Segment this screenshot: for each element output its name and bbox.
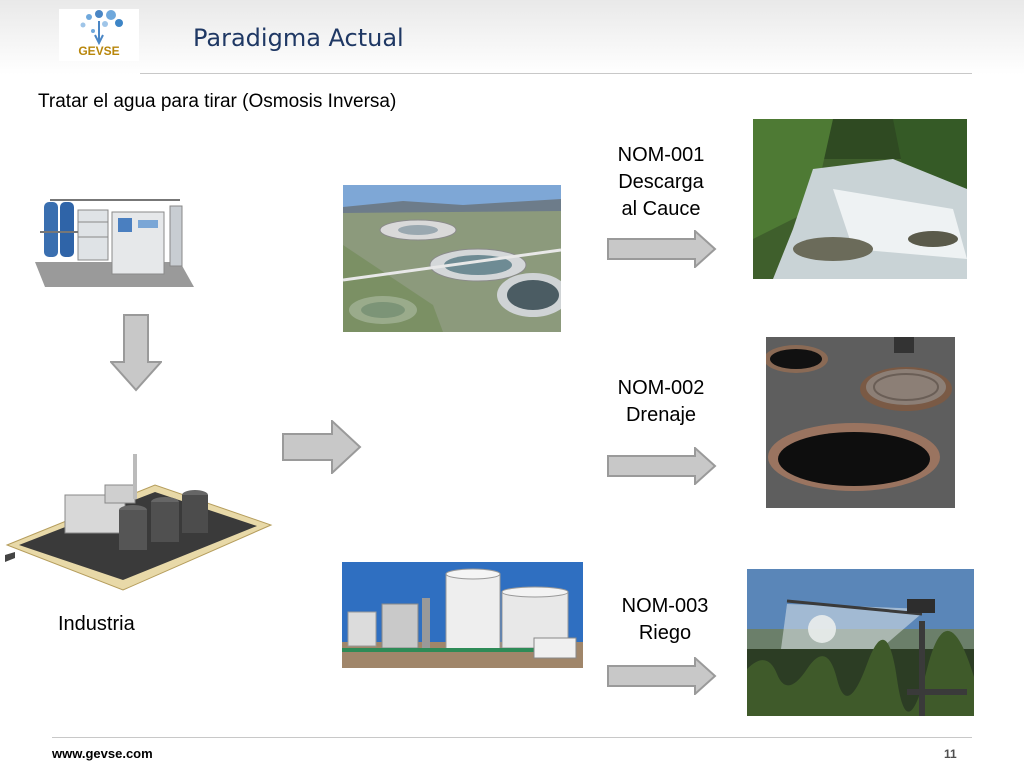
gevse-logo: GEVSE [59, 9, 139, 61]
industry-plant-image [5, 450, 273, 596]
header-divider [140, 73, 972, 74]
header-band [0, 0, 1024, 75]
slide-title: Paradigma Actual [193, 24, 404, 52]
storage-tanks-image [342, 562, 583, 668]
treatment-plant-image [343, 185, 561, 332]
nom001-label: NOM-001 Descarga al Cauce [617, 144, 705, 220]
footer-url[interactable]: www.gevse.com [52, 746, 153, 761]
page-number: 11 [944, 747, 957, 761]
river-image [753, 119, 967, 279]
irrigation-image [747, 569, 974, 716]
logo-text: GEVSE [78, 44, 119, 58]
industry-label: Industria [58, 613, 135, 635]
right-arrow-nom003 [607, 657, 717, 695]
nom003-label: NOM-003 Riego [621, 595, 709, 644]
right-arrow-nom002 [607, 447, 717, 485]
slide-subtitle: Tratar el agua para tirar (Osmosis Inver… [38, 91, 397, 112]
nom002-label: NOM-002 Drenaje [617, 377, 705, 426]
down-arrow [110, 314, 162, 392]
reverse-osmosis-image [30, 192, 196, 295]
manholes-image [766, 337, 955, 508]
footer-divider [52, 737, 972, 738]
right-arrow-nom001 [607, 230, 717, 268]
right-arrow-industry [282, 420, 362, 474]
